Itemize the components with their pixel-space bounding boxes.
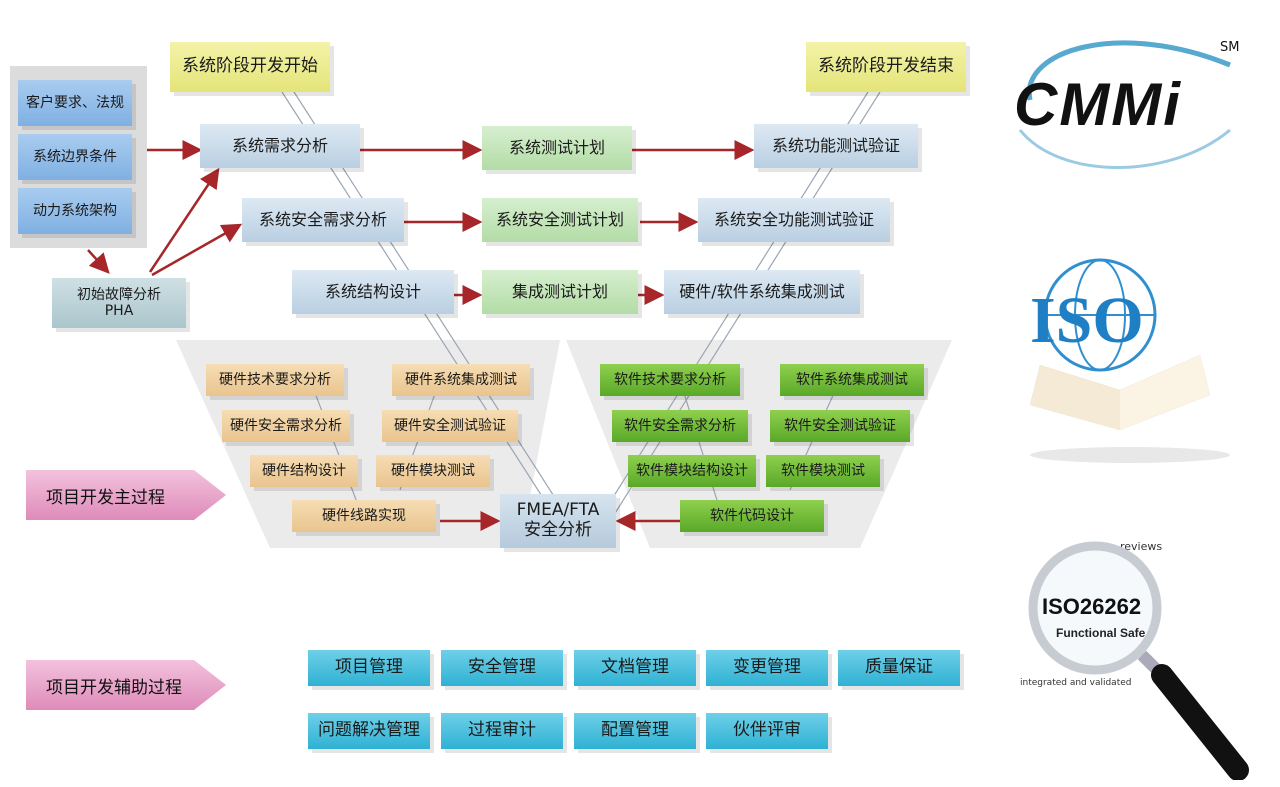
integration-test-plan: 集成测试计划 [482, 270, 638, 314]
cmmi-text: CMMi [1014, 71, 1182, 138]
input-boundary: 系统边界条件 [18, 134, 132, 180]
phase-start: 系统阶段开发开始 [170, 42, 330, 92]
iso26262-top-text: reviews [1120, 540, 1163, 553]
cmmi-swoosh-icon [1018, 40, 1231, 169]
arrow-pha-to-safety [151, 223, 243, 277]
hw-circuit-implementation: 硬件线路实现 [292, 500, 436, 532]
globe-book-icon [1030, 258, 1230, 463]
iso26262-magnifier: reviews integrated and validated ISO2626… [1020, 530, 1260, 780]
system-safety-function-test: 系统安全功能测试验证 [698, 198, 890, 242]
support-safety-management: 安全管理 [441, 650, 563, 686]
magnifier-icon [1028, 541, 1249, 780]
sw-safety-requirement: 软件安全需求分析 [612, 410, 748, 442]
iso-logo: ISO [1000, 255, 1240, 465]
support-peer-review: 伙伴评审 [706, 713, 828, 749]
system-requirement-analysis: 系统需求分析 [200, 124, 360, 168]
pha-line1: 初始故障分析 [77, 286, 161, 303]
input-architecture: 动力系统架构 [18, 188, 132, 234]
hw-safety-test: 硬件安全测试验证 [382, 410, 518, 442]
sw-tech-requirement: 软件技术要求分析 [600, 364, 740, 396]
main-process-label: 项目开发主过程 [26, 470, 226, 520]
hw-module-test: 硬件模块测试 [376, 455, 490, 487]
hw-architecture-design: 硬件结构设计 [250, 455, 358, 487]
sw-safety-test: 软件安全测试验证 [770, 410, 910, 442]
pha-box: 初始故障分析 PHA [52, 278, 186, 328]
iso26262-text: ISO26262 [1042, 594, 1142, 619]
fmea-line2: 安全分析 [524, 520, 592, 540]
hw-tech-requirement: 硬件技术要求分析 [206, 364, 344, 396]
fmea-line1: FMEA/FTA [516, 500, 600, 521]
cmmi-sm: SM [1220, 40, 1240, 55]
system-function-test: 系统功能测试验证 [754, 124, 918, 168]
support-process-label: 项目开发辅助过程 [26, 660, 226, 710]
support-configuration-management: 配置管理 [574, 713, 696, 749]
pha-line2: PHA [104, 303, 134, 319]
support-project-management: 项目管理 [308, 650, 430, 686]
system-safety-test-plan: 系统安全测试计划 [482, 198, 638, 242]
sw-code-design: 软件代码设计 [680, 500, 824, 532]
input-customer: 客户要求、法规 [18, 80, 132, 126]
arrow-inputs-to-pha [87, 249, 110, 274]
fmea-fta-box: FMEA/FTA 安全分析 [500, 494, 616, 548]
iso-text: ISO [1030, 284, 1144, 357]
support-process-audit: 过程审计 [441, 713, 563, 749]
sw-system-integration-test: 软件系统集成测试 [780, 364, 924, 396]
system-architecture-design: 系统结构设计 [292, 270, 454, 314]
support-change-management: 变更管理 [706, 650, 828, 686]
iso26262-sub-text: Functional Safe [1056, 626, 1146, 640]
support-document-management: 文档管理 [574, 650, 696, 686]
support-problem-resolution: 问题解决管理 [308, 713, 430, 749]
system-test-plan: 系统测试计划 [482, 126, 632, 170]
support-quality-assurance: 质量保证 [838, 650, 960, 686]
sw-module-architecture: 软件模块结构设计 [628, 455, 756, 487]
sw-module-test: 软件模块测试 [766, 455, 880, 487]
system-safety-requirement-analysis: 系统安全需求分析 [242, 198, 404, 242]
phase-end: 系统阶段开发结束 [806, 42, 966, 92]
hw-system-integration-test: 硬件系统集成测试 [392, 364, 530, 396]
hw-sw-integration-test: 硬件/软件系统集成测试 [664, 270, 860, 314]
arrow-pha-to-req [148, 167, 220, 273]
cmmi-logo: CMMi SM [1000, 20, 1260, 180]
iso26262-bottom-text: integrated and validated [1020, 678, 1132, 688]
hw-safety-requirement: 硬件安全需求分析 [222, 410, 350, 442]
